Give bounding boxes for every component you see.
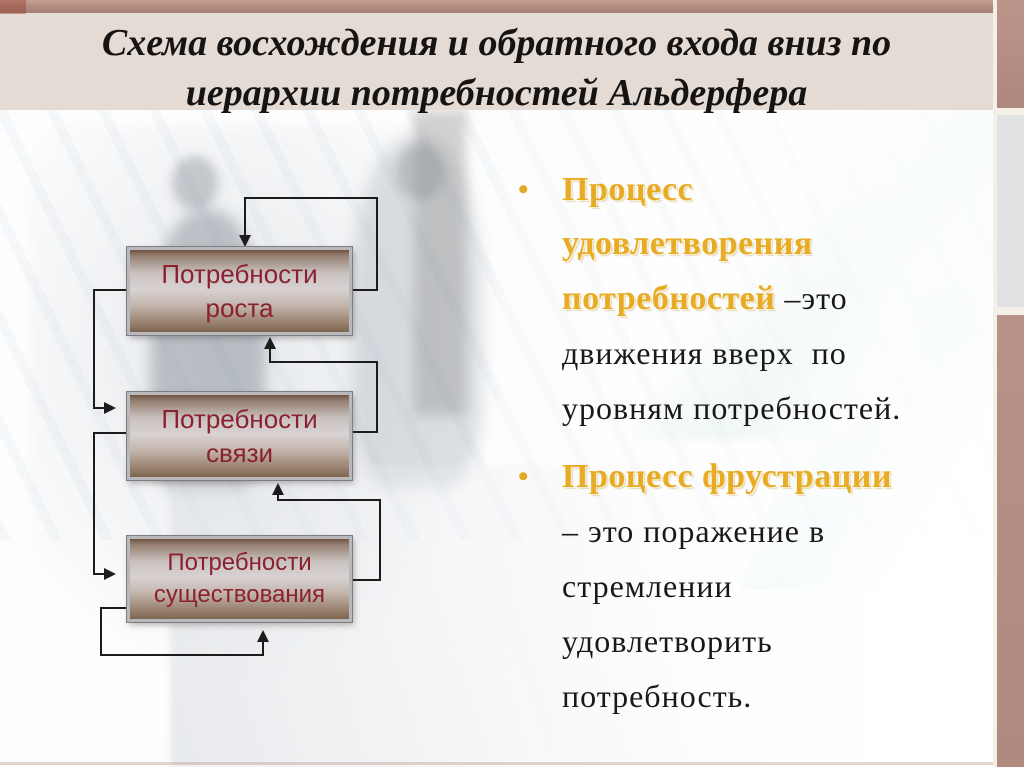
bullet-definition-text: уровням потребностей. [562,390,902,426]
bullet-text-line: потребностей –это [562,274,1004,329]
slide-title-line-1: Схема восхождения и обратного входа вниз… [101,22,892,64]
bullet-item: • Процесс удовлетворения потребностей –это д… [518,166,1004,439]
need-box-growth: Потребности роста [126,246,353,336]
bullet-text-line: удовлетворения [562,220,1004,274]
photo-person-figure [352,136,482,486]
box-label-line: роста [205,293,274,323]
box-label-line: Потребности [161,404,318,434]
slide-title-line-2: иерархии потребностей Альдерфера [185,72,808,114]
bullet-text-line: уровням потребностей. [562,384,1004,439]
bullet-marker: • [518,173,529,206]
photo-person-head [396,144,444,200]
bullet-definition-text: потребность. [562,678,753,714]
bullet-text: Процесс удовлетворения потребностей –это дв… [562,166,1004,439]
bullet-definition-text: удовлетворить [562,623,773,659]
top-strip [0,0,993,13]
bullet-item: • Процесс фрустрации – это поражение в стре… [518,453,1004,727]
bullet-marker: • [518,460,529,493]
bullet-text-line: стремлении [562,562,1004,617]
bullet-term-gold: потребностей [562,280,785,317]
corner-accent [0,0,26,14]
box-label-line: связи [205,438,274,468]
bullet-list: • Процесс удовлетворения потребностей –это д… [518,166,1004,741]
arrow-frustration-top [239,197,378,291]
bullet-definition-text: – это поражение в [562,513,826,549]
bottom-line [0,762,993,765]
bullet-term-gold: Процесс [562,171,694,208]
bullet-text-line: движения вверх по [562,329,1004,384]
bullet-definition-text: стремлении [562,568,733,604]
arrow-descent-relatedness-to-existence [93,432,127,580]
photo-white-fade [480,110,993,767]
box-label-line: существования [153,581,326,608]
arrow-loop-under-existence [100,607,269,656]
right-rail [993,0,1024,767]
header-band: Схема восхождения и обратного входа вниз… [0,13,993,114]
need-box-existence: Потребности существования [126,535,353,623]
photo-dark-panel [414,110,466,415]
rail-segment-gray [997,115,1024,307]
bullet-text-line: удовлетворить [562,617,1004,672]
box-label-line: Потребности [167,549,312,576]
arrow-descent-growth-to-relatedness [93,289,127,414]
bullet-definition-text: движения вверх по [562,335,847,371]
slide-title: Схема восхождения и обратного входа вниз… [0,13,993,118]
bullet-term-gold: Процесс фрустрации [562,458,892,495]
arrow-ascent-relatedness-to-growth [264,337,378,433]
bullet-term-gold: удовлетворения [562,225,813,262]
bullet-text-line: потребность. [562,672,1004,727]
need-box-relatedness: Потребности связи [126,391,353,481]
rail-segment-brown-top [997,0,1024,108]
bullet-text-line: Процесс [562,166,1004,220]
rail-segment-brown-main [997,315,1024,767]
photo-person-head [172,156,218,210]
box-label-line: Потребности [161,259,318,289]
bullet-text-line: Процесс фрустрации [562,453,1004,507]
bullet-definition-text: –это [784,280,848,316]
arrow-ascent-existence-to-relatedness [272,483,381,581]
bullet-text: Процесс фрустрации – это поражение в стрем… [562,453,1004,727]
bullet-text-line: – это поражение в [562,507,1004,562]
